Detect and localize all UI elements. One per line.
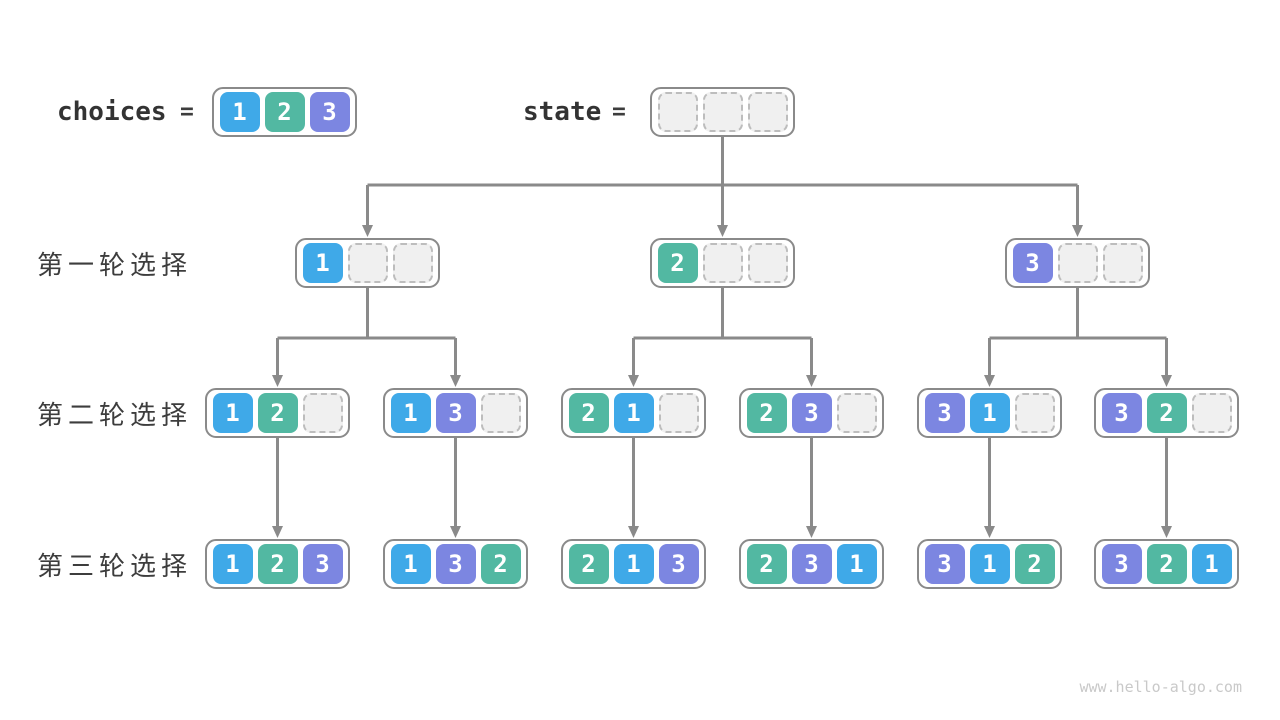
state-node-round1-2: 2 [650,238,795,288]
array-cell-empty [702,243,743,283]
array-cell-1: 1 [212,393,253,433]
array-cell-1: 1 [212,544,253,584]
state-equals-sign: = [612,99,626,125]
array-cell-1: 1 [969,393,1010,433]
array-cell-1: 1 [390,544,431,584]
array-cell-2: 2 [480,544,521,584]
array-cell-3: 3 [435,544,476,584]
array-cell-3: 3 [658,544,699,584]
array-cell-2: 2 [568,393,609,433]
array-cell-1: 1 [613,393,654,433]
array-cell-empty [836,393,877,433]
array-cell-1: 1 [390,393,431,433]
array-cell-2: 2 [264,92,305,132]
row-label-round-1: 第一轮选择 [37,249,193,280]
array-cell-empty [392,243,433,283]
watermark-url: www.hello-algo.com [1079,678,1242,696]
array-cell-1: 1 [302,243,343,283]
array-cell-3: 3 [791,544,832,584]
array-cell-3: 3 [309,92,350,132]
array-cell-empty [302,393,343,433]
array-cell-1: 1 [1191,544,1232,584]
choices-equals-sign: = [180,99,194,125]
array-cell-3: 3 [302,544,343,584]
array-cell-2: 2 [257,393,298,433]
array-cell-empty [747,92,788,132]
state-array [650,87,795,137]
array-cell-2: 2 [1014,544,1055,584]
array-cell-1: 1 [219,92,260,132]
array-cell-empty [747,243,788,283]
array-cell-3: 3 [435,393,476,433]
state-label: state [523,97,602,127]
array-cell-empty [480,393,521,433]
array-cell-3: 3 [924,393,965,433]
array-cell-3: 3 [791,393,832,433]
state-node-round1-3: 3 [1005,238,1150,288]
array-cell-2: 2 [568,544,609,584]
array-cell-empty [1102,243,1143,283]
array-cell-empty [1191,393,1232,433]
array-cell-2: 2 [1146,544,1187,584]
choices-label: choices [57,97,167,127]
array-cell-empty [702,92,743,132]
array-cell-3: 3 [1012,243,1053,283]
array-cell-3: 3 [924,544,965,584]
array-cell-2: 2 [746,393,787,433]
row-label-round-3: 第三轮选择 [37,550,193,581]
array-cell-3: 3 [1101,544,1142,584]
array-cell-empty [1057,243,1098,283]
array-cell-2: 2 [257,544,298,584]
array-cell-empty [658,393,699,433]
array-cell-1: 1 [969,544,1010,584]
array-cell-empty [657,92,698,132]
array-cell-2: 2 [1146,393,1187,433]
array-cell-empty [347,243,388,283]
array-cell-empty [1014,393,1055,433]
array-cell-2: 2 [746,544,787,584]
array-cell-1: 1 [613,544,654,584]
array-cell-1: 1 [836,544,877,584]
array-cell-3: 3 [1101,393,1142,433]
row-label-round-2: 第二轮选择 [37,399,193,430]
state-node-round1-1: 1 [295,238,440,288]
array-cell-2: 2 [657,243,698,283]
